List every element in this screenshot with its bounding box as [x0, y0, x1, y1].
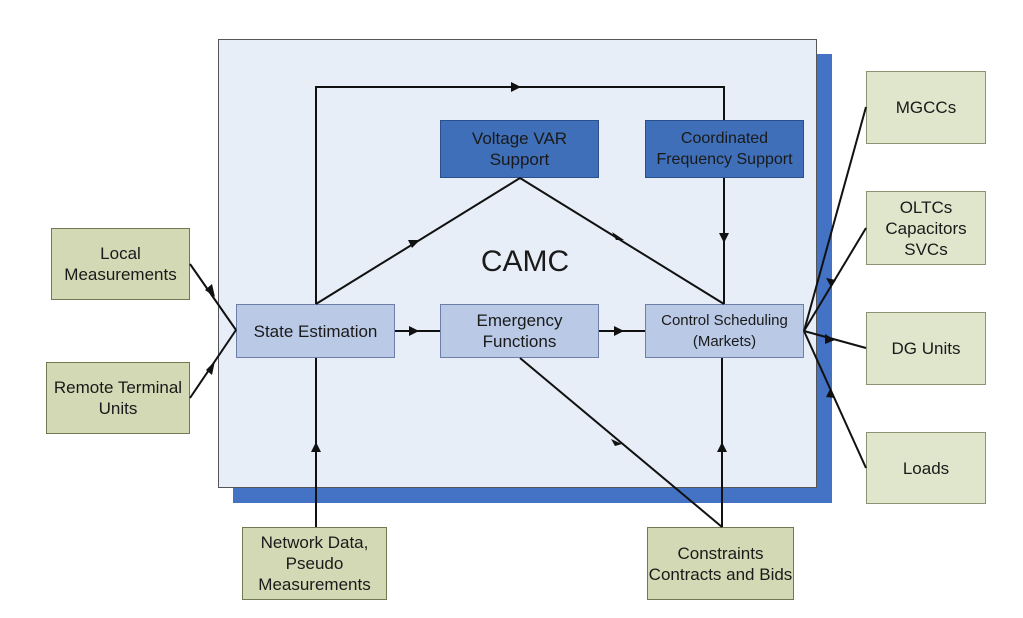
voltage-var-support-node: Voltage VAR Support	[440, 120, 599, 178]
local-measurements-node: Local Measurements	[51, 228, 190, 300]
edge-control-to-mgccs	[803, 106, 867, 332]
camc-title: CAMC	[480, 245, 570, 278]
arrow-out-dg	[825, 334, 835, 344]
arrow-out-loads	[826, 389, 835, 398]
arrow-emergency-control	[614, 326, 624, 336]
constraints-node: Constraints Contracts and Bids	[647, 527, 794, 600]
oltcs-node: OLTCs Capacitors SVCs	[866, 191, 986, 265]
arrow-frequency	[719, 233, 729, 243]
loads-node: Loads	[866, 432, 986, 504]
edge-top-loop	[315, 86, 725, 304]
mgccs-node: MGCCs	[866, 71, 986, 144]
arrowheads	[205, 82, 836, 452]
control-scheduling-node: Control Scheduling (Markets)	[645, 304, 804, 358]
arrow-rtu	[206, 361, 215, 375]
arrow-local	[205, 284, 215, 297]
arrow-emergency-constraints	[611, 439, 622, 446]
frequency-support-node: Coordinated Frequency Support	[645, 120, 804, 178]
arrow-state-emergency	[409, 326, 419, 336]
arrow-network	[311, 442, 321, 452]
edge-emergency-to-constraints	[519, 357, 723, 528]
arrow-out-oltcs	[826, 278, 836, 287]
arrow-constraints-control	[717, 442, 727, 452]
arrow-state-voltage	[408, 240, 420, 248]
arrow-voltage-control	[612, 232, 624, 240]
edge-control-to-oltcs	[803, 227, 867, 332]
state-estimation-node: State Estimation	[236, 304, 395, 358]
network-data-node: Network Data, Pseudo Measurements	[242, 527, 387, 600]
edge-local-to-state	[189, 263, 237, 331]
dg-units-node: DG Units	[866, 312, 986, 385]
camc-panel	[218, 39, 817, 488]
remote-terminal-units-node: Remote Terminal Units	[46, 362, 190, 434]
emergency-functions-node: Emergency Functions	[440, 304, 599, 358]
edge-voltage-to-control	[519, 177, 725, 305]
arrow-top-loop	[511, 82, 521, 92]
edge-control-to-loads	[803, 330, 867, 469]
edge-control-to-dg	[803, 330, 867, 349]
